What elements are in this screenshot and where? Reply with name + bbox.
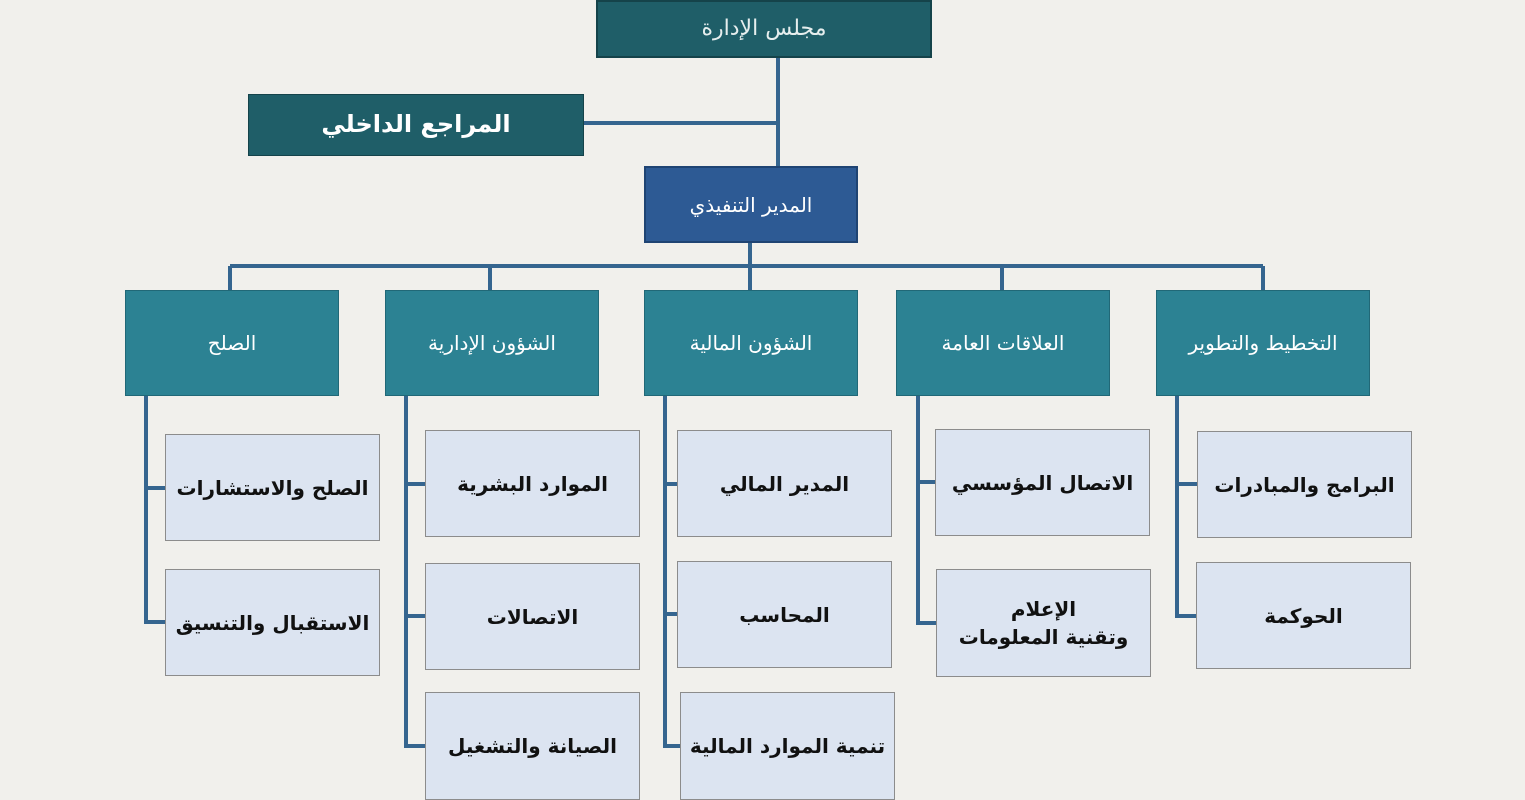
board-box: مجلس الإدارة <box>596 0 932 58</box>
unit-media-it-line-1: الإعلام <box>1010 597 1077 621</box>
unit-financial-resources-development: تنمية الموارد المالية <box>680 692 895 800</box>
dept-financial-affairs: الشؤون المالية <box>644 290 858 396</box>
unit-reconciliation-consultations: الصلح والاستشارات <box>165 434 380 541</box>
ceo-box: المدير التنفيذي <box>644 166 858 243</box>
unit-programs-initiatives: البرامج والمبادرات <box>1197 431 1412 538</box>
internal-audit-box: المراجع الداخلي <box>248 94 584 156</box>
unit-maintenance-operation: الصيانة والتشغيل <box>425 692 640 800</box>
unit-financial-manager: المدير المالي <box>677 430 892 537</box>
dept-public-relations: العلاقات العامة <box>896 290 1110 396</box>
dept-planning: التخطيط والتطوير <box>1156 290 1370 396</box>
unit-media-it: الإعلام وتقنية المعلومات <box>936 569 1151 677</box>
connector-stem-dept-3 <box>663 396 680 748</box>
unit-corporate-communication: الاتصال المؤسسي <box>935 429 1150 536</box>
unit-reception-coordination: الاستقبال والتنسيق <box>165 569 380 676</box>
unit-communications: الاتصالات <box>425 563 640 670</box>
dept-reconciliation: الصلح <box>125 290 339 396</box>
connector-stem-dept-2 <box>916 396 936 625</box>
connector-stem-dept-4 <box>404 396 425 748</box>
dept-administrative-affairs: الشؤون الإدارية <box>385 290 599 396</box>
unit-accountant: المحاسب <box>677 561 892 668</box>
unit-media-it-line-2: وتقنية المعلومات <box>958 625 1129 649</box>
connector-stem-dept-1 <box>1175 396 1196 618</box>
unit-human-resources: الموارد البشرية <box>425 430 640 537</box>
unit-governance: الحوكمة <box>1196 562 1411 669</box>
connector-stem-dept-5 <box>144 396 165 624</box>
